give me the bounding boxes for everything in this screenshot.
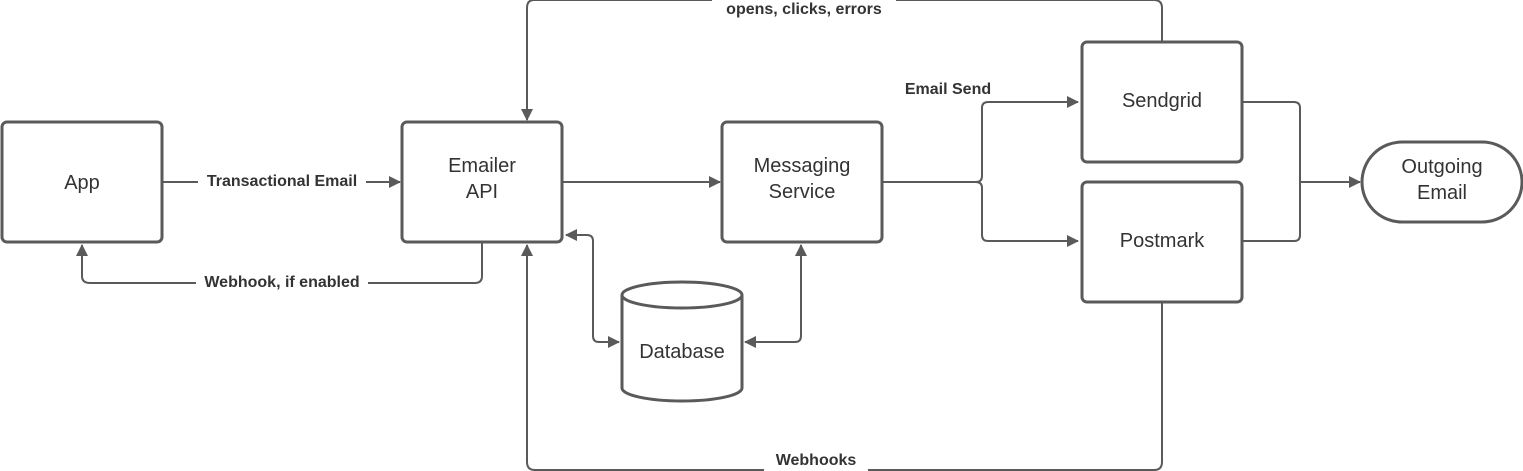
node-sendgrid: Sendgrid [1080,40,1244,164]
node-sendgrid-label: Sendgrid [1122,90,1202,112]
edge-webhook-if-enabled: Webhook, if enabled [76,243,483,293]
edge-transactional-email: Transactional Email [163,170,401,192]
edge-label-transactional-email: Transactional Email [207,173,357,190]
node-database-label: Database [639,341,725,363]
node-messaging-service-label-line1: Messaging [754,155,851,177]
node-outgoing-email-label-line1: Outgoing [1401,156,1482,178]
node-outgoing-email-label-line2: Email [1417,182,1467,204]
edge-label-email-send: Email Send [905,81,991,98]
edge-emailer-database [565,229,620,348]
edge-label-webhooks: Webhooks [776,452,857,469]
edge-email-send: Email Send [883,81,1079,247]
node-outgoing-email: Outgoing Email [1360,140,1523,224]
node-database: Database [620,280,744,403]
node-emailer-api: Emailer API [400,120,564,244]
edge-label-opens-clicks-errors: opens, clicks, errors [726,1,882,18]
node-app: App [0,120,164,244]
node-emailer-api-label-line2: API [466,181,498,203]
edge-webhooks: Webhooks [521,244,1163,471]
edge-providers-to-outgoing [1243,101,1361,242]
node-app-label: App [64,172,100,194]
node-postmark: Postmark [1080,180,1244,304]
node-messaging-service: Messaging Service [720,120,884,244]
edge-messaging-database [744,244,807,348]
edge-label-webhook-if-enabled: Webhook, if enabled [204,274,359,291]
node-messaging-service-label-line2: Service [769,181,836,203]
edge-opens-clicks-errors: opens, clicks, errors [521,0,1163,121]
node-emailer-api-label-line1: Emailer [448,155,516,177]
node-postmark-label: Postmark [1120,230,1205,252]
